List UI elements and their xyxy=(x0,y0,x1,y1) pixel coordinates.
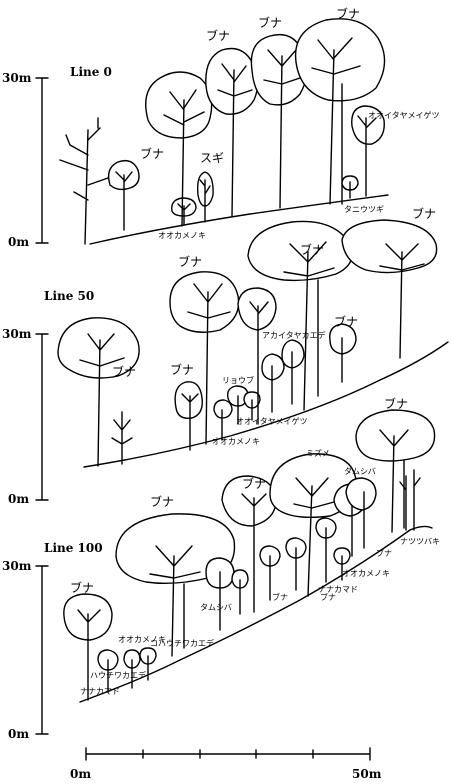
label-buna-6: ブナ xyxy=(272,592,288,602)
tree-natsutsubaki xyxy=(400,470,420,530)
panel-line-0: Line 0 30m 0m xyxy=(2,6,440,249)
scale-bottom-label: 0m xyxy=(8,235,29,249)
label-buna-5: ブナ xyxy=(376,548,392,558)
label-ookamenoki: オオカメノキ xyxy=(342,569,390,578)
label-buna-d: ブナ xyxy=(112,364,136,379)
tree-akaitayakaede xyxy=(262,340,304,412)
scale-bottom-label: 0m xyxy=(8,727,29,741)
panel-title: Line 0 xyxy=(70,65,112,79)
label-taniutsugi: タニウツギ xyxy=(344,205,384,214)
label-buna-1: ブナ xyxy=(206,28,230,43)
panel-title: Line 50 xyxy=(44,289,94,303)
label-buna-2: ブナ xyxy=(242,476,266,491)
label-ooitayameigetsu: オオイタヤメイゲツ xyxy=(368,110,440,120)
tree-taniutsugi xyxy=(342,176,358,198)
tree-tamushiba xyxy=(334,478,376,556)
vertical-scale: 30m 0m xyxy=(2,327,48,506)
label-buna-1: ブナ xyxy=(150,494,174,509)
dead-tree xyxy=(60,118,112,244)
tree-buna-small-a xyxy=(175,382,202,450)
label-buna-a: ブナ xyxy=(178,254,202,269)
tree-ookamenoki-50 xyxy=(214,400,232,440)
tree-buna-small-b xyxy=(330,324,356,382)
vertical-scale: 30m 0m xyxy=(2,71,48,249)
label-akaitayakaede: アカイタヤカエデ xyxy=(262,330,326,340)
label-buna-3: ブナ xyxy=(336,6,360,21)
label-tamushiba-2: タムシバ xyxy=(200,603,232,612)
scale-start-label: 0m xyxy=(70,767,91,781)
label-buna-f: ブナ xyxy=(334,314,358,329)
panel-line-100: Line 100 30m 0m xyxy=(2,396,440,741)
tree-buna-left-100 xyxy=(64,594,112,700)
label-natsutsubaki: ナツツバキ xyxy=(400,537,440,546)
tree-sugi xyxy=(198,172,213,222)
label-hauchiwakaede: ハウチワカエデ xyxy=(90,670,146,680)
scale-end-label: 50m xyxy=(352,767,382,781)
label-sugi: スギ xyxy=(200,151,224,165)
label-buna-4: ブナ xyxy=(140,146,164,161)
scale-top-label: 30m xyxy=(2,71,32,85)
panel-title: Line 100 xyxy=(44,541,103,555)
label-buna-3: ブナ xyxy=(384,396,408,411)
scale-top-label: 30m xyxy=(2,559,32,573)
tree-small-cluster-b xyxy=(206,558,248,630)
label-tamushiba: タムシバ xyxy=(344,467,376,476)
label-buna-e: ブナ xyxy=(170,362,194,377)
label-buna-7: ブナ xyxy=(320,592,336,602)
sapling xyxy=(112,412,132,464)
scale-top-label: 30m xyxy=(2,327,32,341)
tree-ookamenoki xyxy=(172,198,196,224)
scale-bottom-label: 0m xyxy=(8,492,29,506)
horizontal-scale: 0m 50m xyxy=(70,748,382,781)
label-buna-2: ブナ xyxy=(258,15,282,30)
label-mizume: ミズメ xyxy=(306,448,330,458)
tree-buna-left xyxy=(58,318,139,466)
tree-buna-center xyxy=(170,272,239,444)
vertical-scale: 30m 0m xyxy=(2,559,48,741)
label-ookamenoki: オオカメノキ xyxy=(212,437,260,446)
label-buna-b: ブナ xyxy=(300,242,324,257)
label-nanakamado-2: ナナカマド xyxy=(80,687,120,696)
label-ookamenoki: オオカメノキ xyxy=(158,231,206,240)
label-ookamenoki-2: オオカメノキ xyxy=(118,635,166,644)
label-ooitayameigetsu: オオイタヤメイゲツ xyxy=(236,416,308,426)
tree-buna-small xyxy=(109,161,139,230)
label-buna-4: ブナ xyxy=(70,580,94,595)
tree-small-cluster-a xyxy=(98,648,156,692)
label-buna-c: ブナ xyxy=(412,206,436,221)
label-ryoubu: リョウブ xyxy=(222,375,254,385)
